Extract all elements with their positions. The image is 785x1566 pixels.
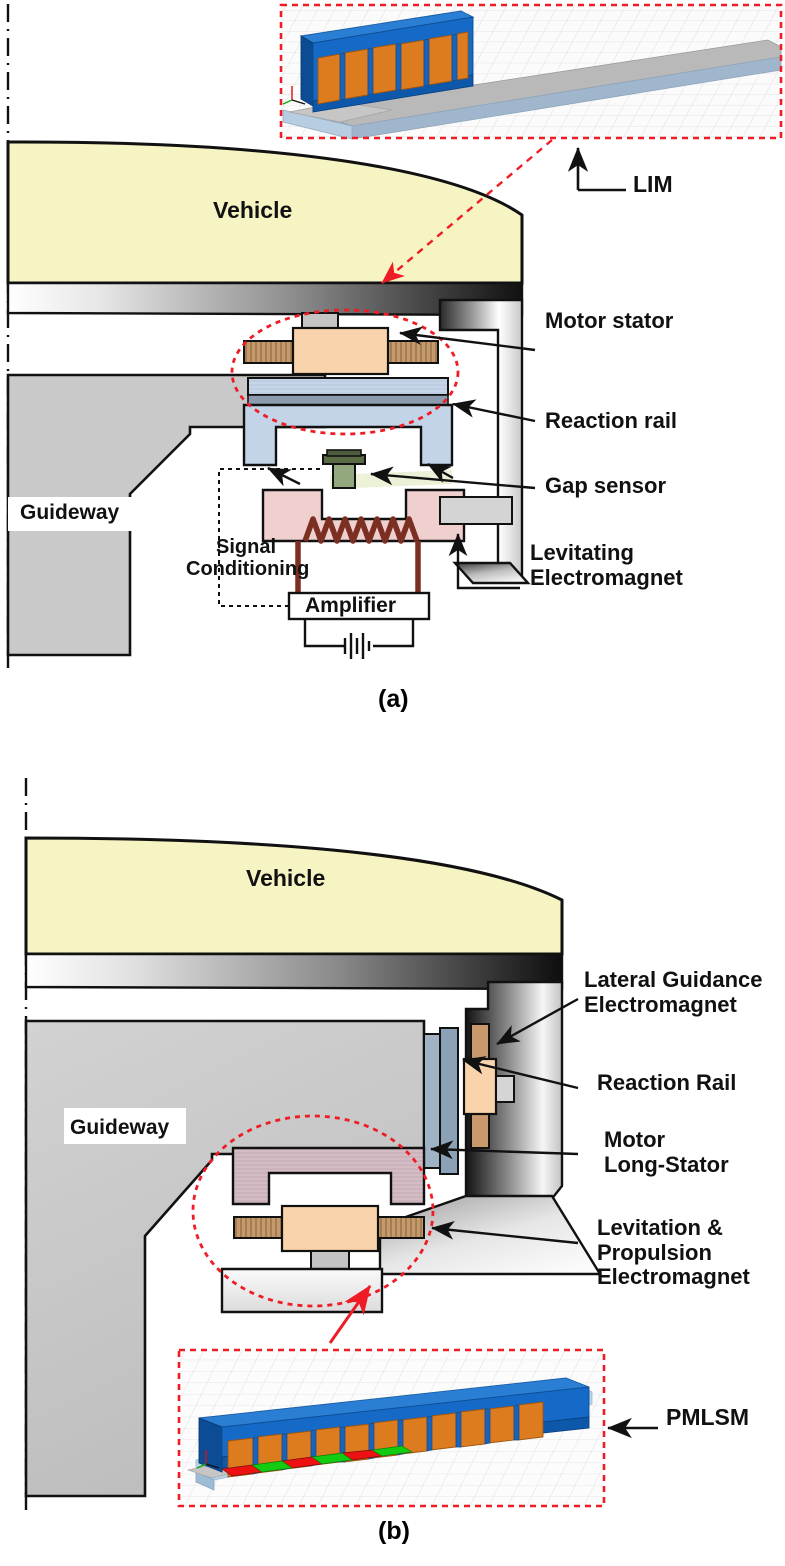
- guideway-a: [6, 373, 327, 657]
- levitating-electromagnet-a: [261, 488, 513, 598]
- callout-lateral-guidance-electromagnet-b: Lateral Guidance Electromagnet: [584, 967, 763, 1017]
- callout-levitation-propulsion-electromagnet-b: Levitation & Propulsion Electromagnet: [597, 1215, 750, 1290]
- detail-ellipse-b: [191, 1114, 435, 1308]
- pmlsm-inset-label: PMLSM: [666, 1404, 750, 1430]
- motor-long-stator-b: [231, 1146, 426, 1206]
- lateral-guidance-rails-b: [423, 1027, 459, 1175]
- pmlsm-inset-frame: [177, 1348, 606, 1508]
- pmlsm-inset: [177, 1348, 606, 1508]
- amplifier-label-a: Amplifier: [305, 594, 397, 617]
- vehicle-label-a: Vehicle: [213, 197, 293, 223]
- callout-motor-long-stator-b: Motor Long-Stator: [604, 1127, 729, 1177]
- signal-conditioning-label-a: Signal Conditioning: [186, 536, 310, 581]
- callout-leaders-a: [267, 326, 536, 590]
- guideway-label-b: Guideway: [70, 1116, 170, 1139]
- reaction-rail-a: [242, 377, 454, 467]
- callout-reaction-rail-a: Reaction rail: [545, 408, 678, 433]
- panel-caption-b: (b): [378, 1517, 410, 1545]
- vehicle-label-b: Vehicle: [246, 865, 326, 891]
- axis-triad-icon: [282, 86, 306, 105]
- guideway-b: [24, 1019, 426, 1498]
- levitation-propulsion-electromagnet-b: [220, 1204, 425, 1314]
- guideway-label-plate-b: [64, 1108, 186, 1144]
- lim-leader: [567, 146, 626, 192]
- guideway-label-a: Guideway: [20, 501, 120, 524]
- callout-leaders-b: [430, 997, 579, 1245]
- panel-caption-a: (a): [378, 685, 409, 713]
- guideway-label-plate-a: [8, 497, 136, 531]
- lim-inset-frame: [279, 3, 783, 140]
- motor-stator-a: [243, 312, 439, 376]
- lim-inset: [279, 3, 783, 140]
- vehicle-body-b: [24, 836, 564, 991]
- axis-triad-icon-b: [196, 1450, 220, 1469]
- panel-b-graphics: [24, 778, 658, 1510]
- panel-a-graphics: [6, 3, 783, 668]
- gap-sensor-a: [322, 449, 452, 489]
- callout-gap-sensor-a: Gap sensor: [545, 473, 667, 498]
- zoom-connector-a: [381, 139, 553, 284]
- callout-reaction-rail-b: Reaction Rail: [597, 1070, 737, 1095]
- detail-ellipse-a: [230, 308, 460, 436]
- vehicle-body-a: [6, 140, 524, 317]
- lim-inset-label: LIM: [633, 171, 673, 197]
- callout-motor-stator-a: Motor stator: [545, 308, 674, 333]
- zoom-connector-b: [328, 1285, 372, 1344]
- callout-levitating-electromagnet-a: Levitating Electromagnet: [530, 540, 683, 590]
